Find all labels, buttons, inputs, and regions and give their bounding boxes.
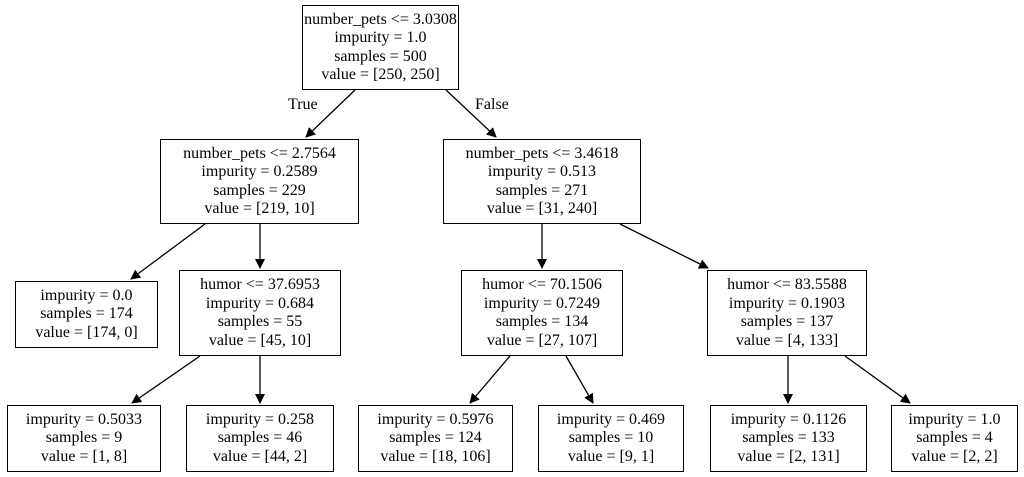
node-impurity: impurity = 0.1903	[728, 294, 846, 312]
node-samples: samples = 174	[40, 305, 133, 323]
node-impurity: impurity = 0.684	[205, 294, 315, 312]
node-samples: samples = 55	[217, 313, 303, 330]
node-value: value = [45, 10]	[208, 331, 312, 349]
tree-node-leaf: impurity = 0.0 samples = 174 value = [17…	[15, 281, 158, 348]
node-impurity: impurity = 0.2589	[201, 163, 318, 180]
node-samples: samples = 134	[495, 313, 589, 330]
tree-node-split: humor <= 70.1506 impurity = 0.7249 sampl…	[461, 270, 623, 356]
node-samples: samples = 229	[213, 181, 306, 199]
tree-node-split: number_pets <= 2.7564 impurity = 0.2589 …	[160, 139, 359, 224]
node-value: value = [1, 8]	[40, 447, 128, 465]
tree-node-leaf: impurity = 0.258 samples = 46 value = [4…	[186, 405, 334, 472]
tree-node-split: humor <= 83.5588 impurity = 0.1903 sampl…	[707, 270, 867, 356]
node-impurity: impurity = 0.7249	[483, 294, 601, 312]
tree-node-root: number_pets <= 3.0308 impurity = 1.0 sam…	[302, 5, 459, 90]
node-split-rule: humor <= 83.5588	[727, 276, 847, 293]
tree-node-split: humor <= 37.6953 impurity = 0.684 sample…	[179, 270, 341, 356]
edge-n6-to-n12	[844, 355, 911, 404]
edge-n5-to-n10	[565, 355, 594, 404]
node-samples: samples = 133	[742, 429, 835, 447]
tree-node-leaf: impurity = 0.1126 samples = 133 value = …	[710, 405, 867, 472]
node-impurity: impurity = 1.0	[908, 410, 1001, 428]
node-impurity: impurity = 1.0	[334, 29, 427, 46]
node-impurity: impurity = 0.258	[205, 410, 315, 428]
node-samples: samples = 271	[495, 181, 589, 199]
node-samples: samples = 500	[334, 47, 427, 65]
node-value: value = [2, 131]	[737, 447, 840, 465]
edge-label-true: True	[288, 96, 318, 113]
node-split-rule: humor <= 70.1506	[482, 276, 602, 293]
node-value: value = [2, 2]	[911, 447, 998, 465]
node-impurity: impurity = 0.0	[40, 286, 133, 304]
node-value: value = [9, 1]	[567, 447, 655, 465]
node-impurity: impurity = 0.5976	[377, 410, 494, 428]
edge-root-to-n1	[305, 89, 356, 138]
node-samples: samples = 10	[568, 429, 654, 447]
node-impurity: impurity = 0.5033	[25, 410, 143, 428]
node-samples: samples = 9	[45, 429, 123, 447]
edge-n2-to-n6	[619, 223, 709, 269]
node-impurity: impurity = 0.469	[556, 410, 666, 428]
node-value: value = [174, 0]	[35, 323, 138, 341]
edge-n4-to-n7	[131, 355, 201, 404]
node-samples: samples = 46	[217, 429, 303, 447]
tree-node-split: number_pets <= 3.4618 impurity = 0.513 s…	[443, 139, 641, 224]
node-samples: samples = 137	[740, 313, 834, 330]
node-value: value = [219, 10]	[204, 200, 315, 217]
node-split-rule: number_pets <= 3.4618	[465, 144, 619, 162]
node-value: value = [31, 240]	[486, 200, 598, 217]
node-split-rule: humor <= 37.6953	[200, 276, 320, 293]
node-value: value = [4, 133]	[735, 331, 839, 349]
edge-n5-to-n9	[469, 355, 511, 404]
edge-label-false: False	[475, 96, 509, 113]
node-value: value = [27, 107]	[486, 331, 598, 349]
node-value: value = [44, 2]	[212, 447, 308, 465]
node-samples: samples = 124	[389, 429, 482, 447]
edge-root-to-n2	[445, 89, 497, 138]
tree-node-leaf: impurity = 1.0 samples = 4 value = [2, 2…	[891, 405, 1018, 472]
node-split-rule: number_pets <= 3.0308	[304, 10, 457, 28]
node-impurity: impurity = 0.1126	[730, 410, 847, 428]
tree-node-leaf: impurity = 0.469 samples = 10 value = [9…	[538, 405, 684, 472]
tree-node-leaf: impurity = 0.5976 samples = 124 value = …	[358, 405, 513, 472]
edge-n1-to-n3	[130, 223, 206, 280]
node-value: value = [18, 106]	[380, 447, 491, 465]
tree-node-leaf: impurity = 0.5033 samples = 9 value = [1…	[7, 405, 161, 472]
node-split-rule: number_pets <= 2.7564	[183, 144, 336, 162]
node-impurity: impurity = 0.513	[487, 163, 597, 180]
node-value: value = [250, 250]	[321, 66, 440, 83]
node-samples: samples = 4	[916, 429, 993, 447]
